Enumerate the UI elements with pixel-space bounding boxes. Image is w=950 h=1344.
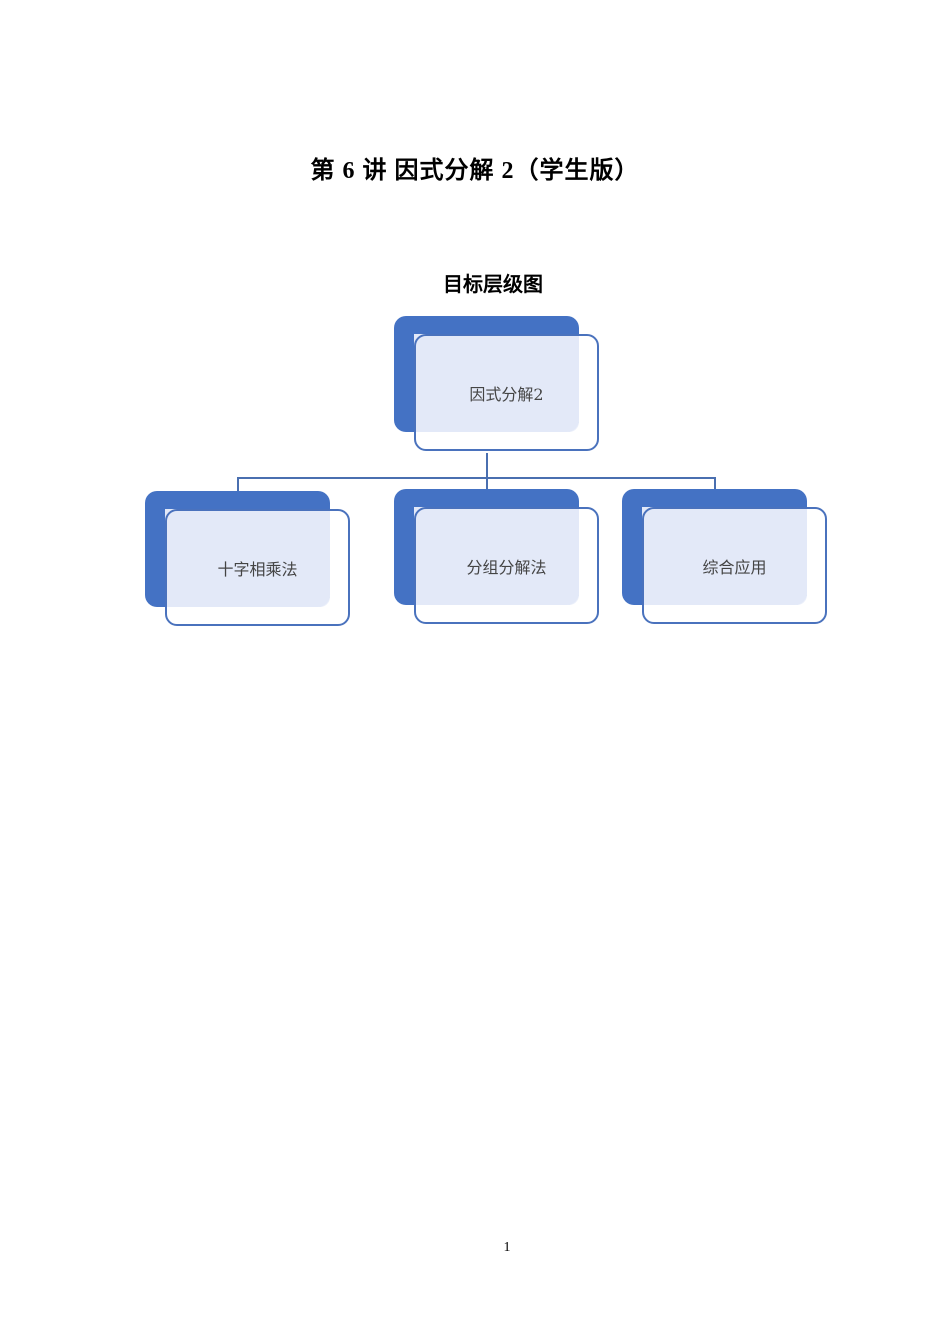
node-frame: [414, 334, 599, 451]
document-title: 第 6 讲 因式分解 2（学生版）: [310, 158, 640, 184]
diagram-node-child-1: 十字相乘法: [145, 491, 352, 628]
node-label: 综合应用: [702, 557, 767, 577]
connector-drop-left: [237, 477, 239, 491]
node-fill: [414, 507, 579, 605]
node-label: 分组分解法: [466, 557, 547, 577]
node-label: 十字相乘法: [217, 559, 298, 579]
diagram-node-child-2: 分组分解法: [394, 489, 601, 626]
node-frame: [642, 507, 827, 624]
diagram-node-child-3: 综合应用: [622, 489, 829, 626]
diagram-node-root: 因式分解2: [394, 316, 601, 453]
node-fill: [414, 334, 579, 432]
node-frame: [165, 509, 350, 626]
connector-drop-right: [714, 477, 716, 490]
connector-trunk: [486, 453, 488, 489]
node-fill: [165, 509, 330, 607]
section-heading: 目标层级图: [443, 272, 543, 296]
connector-horizontal: [237, 477, 716, 479]
node-fill: [642, 507, 807, 605]
page-number: 1: [503, 1240, 511, 1255]
node-label: 因式分解2: [469, 384, 544, 404]
node-frame: [414, 507, 599, 624]
